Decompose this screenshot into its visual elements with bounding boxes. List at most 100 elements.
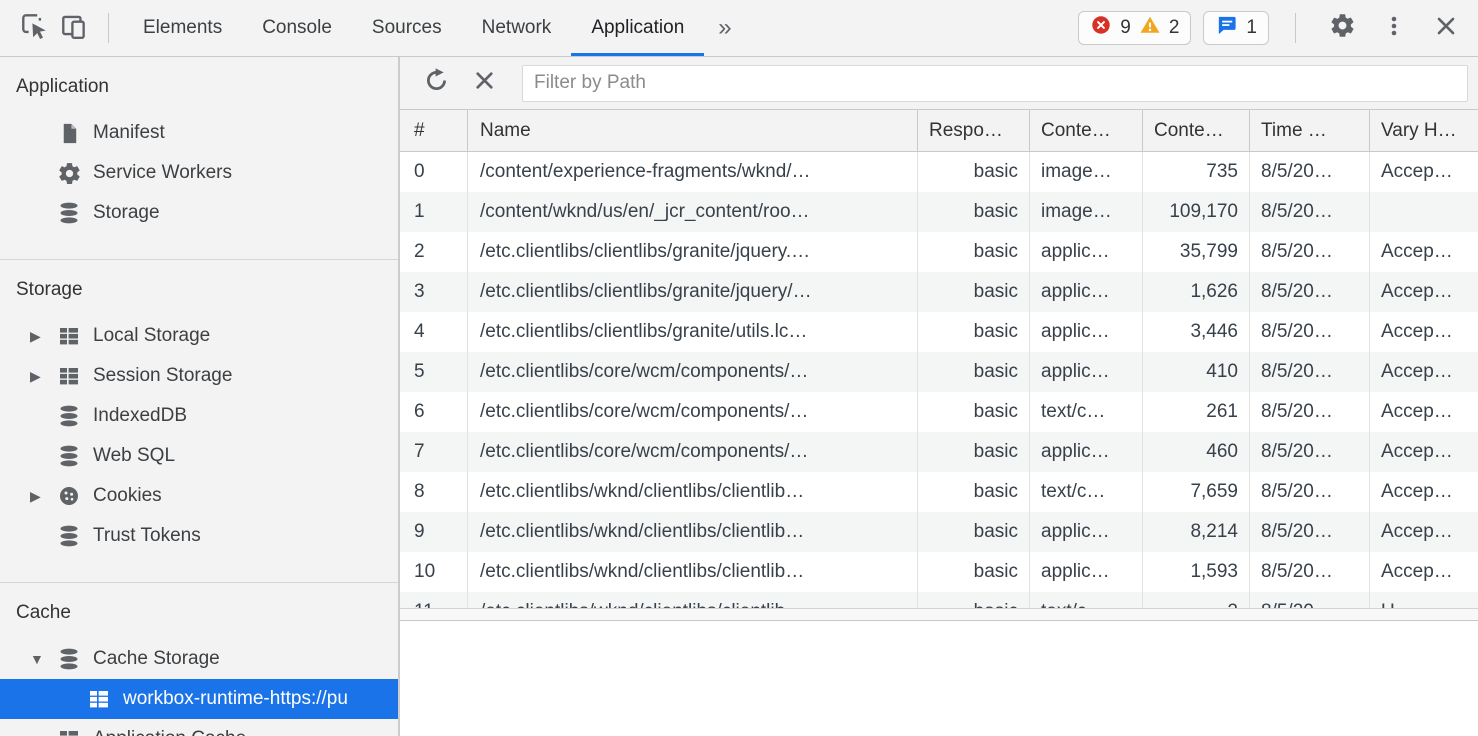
cookie-icon bbox=[56, 483, 82, 509]
table-row[interactable]: 11 /etc.clientlibs/wknd/clientlibs/clien… bbox=[400, 592, 1478, 608]
table-row[interactable]: 9 /etc.clientlibs/wknd/clientlibs/client… bbox=[400, 512, 1478, 552]
sidebar-item-workbox-runtime-cache[interactable]: workbox-runtime-https://pu bbox=[0, 679, 398, 719]
sidebar-item-cache-storage[interactable]: ▼ Cache Storage bbox=[0, 639, 398, 679]
cell-response-type: basic bbox=[918, 232, 1030, 272]
cell-response-type: basic bbox=[918, 392, 1030, 432]
delete-selected-button[interactable] bbox=[464, 63, 504, 103]
table-row[interactable]: 0 /content/experience-fragments/wknd/… b… bbox=[400, 152, 1478, 192]
table-row[interactable]: 7 /etc.clientlibs/core/wcm/components/… … bbox=[400, 432, 1478, 472]
table-row[interactable]: 5 /etc.clientlibs/core/wcm/components/… … bbox=[400, 352, 1478, 392]
sidebar-item-cookies[interactable]: ▶ Cookies bbox=[0, 476, 398, 516]
close-icon bbox=[1433, 13, 1459, 44]
issues-badge[interactable]: 9 2 bbox=[1078, 11, 1192, 45]
more-tabs-chevron[interactable]: » bbox=[718, 14, 732, 41]
cell-content-length: 7,659 bbox=[1143, 472, 1250, 512]
cell-name: /etc.clientlibs/core/wcm/components/… bbox=[468, 432, 918, 472]
table-row[interactable]: 2 /etc.clientlibs/clientlibs/granite/jqu… bbox=[400, 232, 1478, 272]
horizontal-scrollbar[interactable] bbox=[400, 608, 1478, 621]
cell-time-cached: 8/5/20… bbox=[1250, 232, 1370, 272]
expander-collapsed-icon[interactable]: ▶ bbox=[30, 327, 41, 344]
sidebar-item-manifest[interactable]: Manifest bbox=[0, 113, 398, 153]
cell-content-type: text/c… bbox=[1030, 392, 1143, 432]
cell-response-type: basic bbox=[918, 472, 1030, 512]
sidebar-item-service-workers[interactable]: Service Workers bbox=[0, 153, 398, 193]
application-panel: Application Manifest bbox=[0, 57, 1478, 736]
cell-content-length: 460 bbox=[1143, 432, 1250, 472]
cell-time-cached: 8/5/20… bbox=[1250, 552, 1370, 592]
settings-button[interactable] bbox=[1322, 8, 1362, 48]
column-header-response-type[interactable]: Respo… bbox=[918, 110, 1030, 151]
table-row[interactable]: 4 /etc.clientlibs/clientlibs/granite/uti… bbox=[400, 312, 1478, 352]
cell-name: /etc.clientlibs/clientlibs/granite/jquer… bbox=[468, 232, 918, 272]
console-messages-badge[interactable]: 1 bbox=[1203, 11, 1269, 45]
inspect-element-button[interactable] bbox=[14, 8, 54, 48]
tab-elements[interactable]: Elements bbox=[143, 17, 223, 38]
sidebar-item-local-storage[interactable]: ▶ Local Storage bbox=[0, 316, 398, 356]
cell-vary-header: Accep… bbox=[1381, 361, 1453, 382]
column-header-time-cached[interactable]: Time … bbox=[1250, 110, 1370, 151]
sidebar-item-application-cache[interactable]: Application Cache bbox=[0, 719, 398, 736]
section-title-storage: Storage bbox=[16, 279, 83, 300]
cell-response-type: basic bbox=[918, 192, 1030, 232]
tab-console[interactable]: Console bbox=[262, 17, 332, 38]
gear-icon bbox=[56, 160, 82, 186]
column-header-index[interactable]: # bbox=[400, 110, 468, 151]
cell-name: /etc.clientlibs/clientlibs/granite/utils… bbox=[468, 312, 918, 352]
cell-vary-header: Accep… bbox=[1381, 561, 1453, 582]
tab-network[interactable]: Network bbox=[481, 17, 552, 38]
cell-index: 1 bbox=[400, 192, 468, 232]
tab-sources[interactable]: Sources bbox=[371, 17, 442, 38]
cell-time-cached: 8/5/20… bbox=[1250, 592, 1370, 608]
filter-by-path-input[interactable] bbox=[522, 64, 1468, 102]
cell-content-type: applic… bbox=[1030, 512, 1143, 552]
cell-name: /etc.clientlibs/clientlibs/granite/jquer… bbox=[468, 272, 918, 312]
cell-time-cached: 8/5/20… bbox=[1250, 472, 1370, 512]
kebab-menu-button[interactable] bbox=[1374, 8, 1414, 48]
cell-response-type: basic bbox=[918, 352, 1030, 392]
cell-index: 9 bbox=[400, 512, 468, 552]
device-toolbar-icon bbox=[59, 11, 89, 46]
sidebar-item-label: Cache Storage bbox=[93, 648, 220, 669]
cell-index: 5 bbox=[400, 352, 468, 392]
sidebar-item-indexeddb[interactable]: IndexedDB bbox=[0, 396, 398, 436]
cell-response-type: basic bbox=[918, 312, 1030, 352]
database-icon bbox=[56, 443, 82, 469]
column-header-content-length[interactable]: Conte… bbox=[1143, 110, 1250, 151]
cell-index: 6 bbox=[400, 392, 468, 432]
cell-content-type: text/c… bbox=[1030, 592, 1143, 608]
inspect-cursor-icon bbox=[19, 11, 49, 46]
toolbar-divider bbox=[108, 13, 109, 43]
table-row[interactable]: 8 /etc.clientlibs/wknd/clientlibs/client… bbox=[400, 472, 1478, 512]
refresh-button[interactable] bbox=[416, 63, 456, 103]
sidebar-item-trust-tokens[interactable]: Trust Tokens bbox=[0, 516, 398, 556]
refresh-icon bbox=[423, 67, 450, 99]
sidebar-item-web-sql[interactable]: Web SQL bbox=[0, 436, 398, 476]
expander-collapsed-icon[interactable]: ▶ bbox=[30, 487, 41, 504]
sidebar-item-session-storage[interactable]: ▶ Session Storage bbox=[0, 356, 398, 396]
cell-index: 11 bbox=[400, 592, 468, 608]
cell-content-type: image… bbox=[1030, 192, 1143, 232]
column-header-vary-header[interactable]: Vary H… bbox=[1381, 120, 1457, 141]
toggle-device-toolbar-button[interactable] bbox=[54, 8, 94, 48]
table-row[interactable]: 1 /content/wknd/us/en/_jcr_content/roo… … bbox=[400, 192, 1478, 232]
sidebar-item-label: Session Storage bbox=[93, 365, 233, 386]
expander-collapsed-icon[interactable]: ▶ bbox=[30, 367, 41, 384]
cell-vary-header: Accep… bbox=[1381, 481, 1453, 502]
sidebar-item-label: Storage bbox=[93, 202, 160, 223]
sidebar-item-storage[interactable]: Storage bbox=[0, 193, 398, 233]
cell-content-length: 261 bbox=[1143, 392, 1250, 432]
table-row[interactable]: 10 /etc.clientlibs/wknd/clientlibs/clien… bbox=[400, 552, 1478, 592]
cell-index: 3 bbox=[400, 272, 468, 312]
sidebar-item-label: Web SQL bbox=[93, 445, 176, 466]
table-row[interactable]: 6 /etc.clientlibs/core/wcm/components/… … bbox=[400, 392, 1478, 432]
tab-application[interactable]: Application bbox=[571, 0, 705, 56]
column-header-name[interactable]: Name bbox=[468, 110, 918, 151]
cell-content-type: applic… bbox=[1030, 232, 1143, 272]
cell-time-cached: 8/5/20… bbox=[1250, 312, 1370, 352]
column-header-content-type[interactable]: Conte… bbox=[1030, 110, 1143, 151]
sidebar-item-label: IndexedDB bbox=[93, 405, 188, 426]
table-row[interactable]: 3 /etc.clientlibs/clientlibs/granite/jqu… bbox=[400, 272, 1478, 312]
close-devtools-button[interactable] bbox=[1426, 8, 1466, 48]
cell-index: 4 bbox=[400, 312, 468, 352]
expander-expanded-icon[interactable]: ▼ bbox=[30, 651, 44, 667]
